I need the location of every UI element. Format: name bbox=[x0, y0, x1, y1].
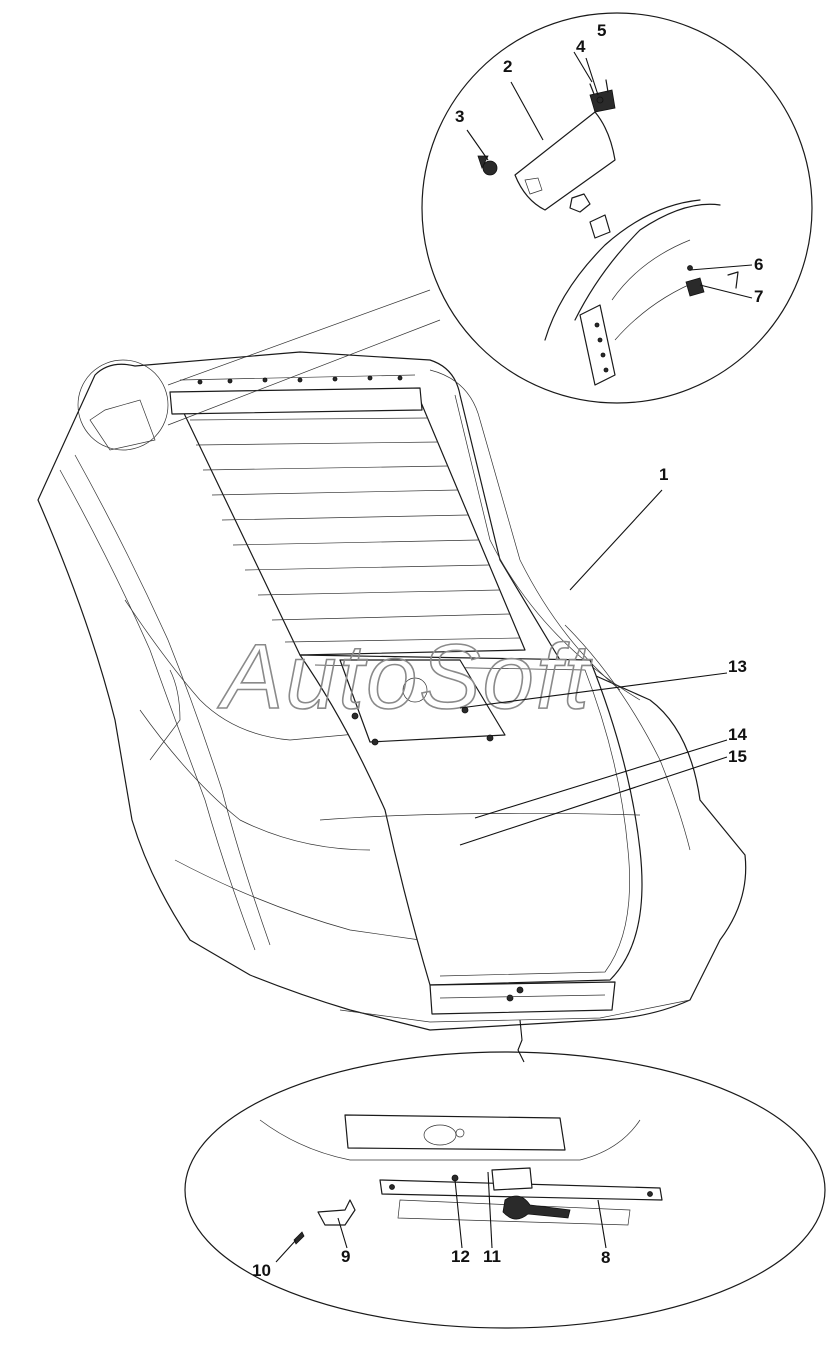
callout-2: 2 bbox=[503, 57, 512, 76]
rib-slats bbox=[189, 417, 521, 643]
watermark-text: AutoSoft bbox=[217, 626, 592, 728]
callout-15: 15 bbox=[728, 747, 747, 766]
callout-5: 5 bbox=[597, 21, 606, 40]
lower-detail-view bbox=[184, 1019, 826, 1329]
callout-10: 10 bbox=[252, 1261, 271, 1280]
callout-11: 11 bbox=[483, 1247, 501, 1266]
upper-detail-circle bbox=[421, 12, 813, 404]
hood-assembly bbox=[37, 351, 747, 1031]
callout-12: 12 bbox=[451, 1247, 470, 1266]
bolt-row bbox=[197, 375, 403, 385]
callout-8: 8 bbox=[601, 1248, 610, 1267]
upper-detail-view bbox=[167, 12, 813, 426]
callout-6: 6 bbox=[754, 255, 763, 274]
callout-1: 1 bbox=[659, 465, 668, 484]
zoom-source-circle bbox=[77, 359, 169, 451]
callout-14: 14 bbox=[728, 725, 747, 744]
callout-leaders bbox=[275, 51, 753, 1263]
callout-4: 4 bbox=[576, 37, 586, 56]
callout-9: 9 bbox=[341, 1247, 350, 1266]
callout-3: 3 bbox=[455, 107, 464, 126]
callout-7: 7 bbox=[754, 287, 763, 306]
callout-13: 13 bbox=[728, 657, 747, 676]
callout-labels: 1 2 3 4 5 6 7 8 9 10 11 12 13 14 15 bbox=[252, 21, 763, 1280]
